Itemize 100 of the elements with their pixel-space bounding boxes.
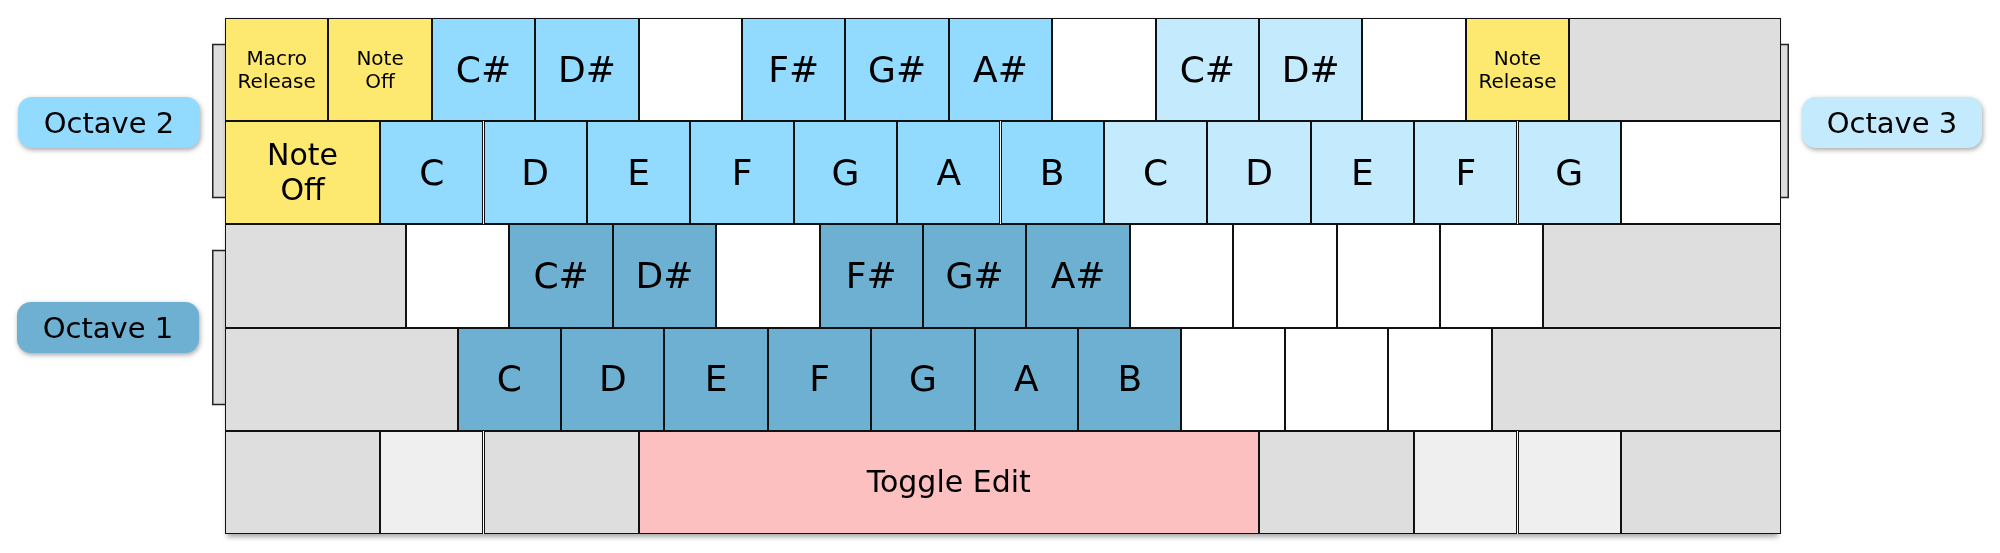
keyboard-key	[483, 121, 587, 225]
keyboard-key	[948, 18, 1053, 122]
keyboard-key	[1000, 121, 1104, 225]
keyboard-key	[1181, 327, 1285, 431]
keyboard-key	[1620, 430, 1782, 534]
keyboard-key	[1414, 121, 1518, 225]
keyboard-key	[638, 18, 742, 122]
keyboard-key	[1233, 224, 1337, 328]
key-label: F	[1455, 152, 1477, 194]
octave-badge	[17, 302, 199, 353]
keyboard-key	[509, 224, 613, 328]
keyboard-key	[922, 224, 1027, 328]
key-label: E	[1351, 152, 1374, 194]
keyboard-key	[1439, 224, 1544, 328]
keyboard-key	[897, 121, 1001, 225]
keyboard-key	[1026, 224, 1130, 328]
keyboard-key	[1310, 121, 1415, 225]
key-label: C#	[455, 48, 512, 91]
keyboard-key	[328, 18, 432, 122]
key-label: Note Release	[1477, 46, 1558, 93]
keyboard-key	[1543, 224, 1782, 328]
key-label: A#	[973, 48, 1028, 91]
key-label: D	[1245, 152, 1273, 194]
key-label: C	[419, 152, 445, 194]
keyboard-key	[1362, 18, 1466, 122]
key-label: C	[1143, 152, 1169, 194]
keyboard-key	[1052, 18, 1156, 122]
keyboard-key	[716, 224, 820, 328]
key-label: E	[627, 152, 650, 194]
keyboard-key	[225, 121, 381, 225]
keyboard-key	[431, 18, 536, 122]
keyboard-key	[1155, 18, 1259, 122]
keyboard-key	[1414, 430, 1518, 534]
keyboard-key	[586, 121, 691, 225]
keyboard-key	[638, 430, 1259, 534]
key-label: F#	[845, 255, 897, 297]
keyboard-key	[612, 224, 717, 328]
keyboard-key	[974, 327, 1079, 431]
key-label: B	[1117, 358, 1143, 400]
keyboard-key	[225, 18, 329, 122]
key-label: D	[521, 152, 550, 194]
keyboard-key	[405, 224, 510, 328]
key-label: C#	[1179, 48, 1235, 91]
key-label: C#	[533, 255, 589, 297]
keyboard-key	[1103, 121, 1208, 225]
keyboard-key	[380, 430, 484, 534]
key-label: G#	[868, 48, 927, 91]
keyboard-key	[871, 327, 975, 431]
badge-label: Octave 3	[1826, 105, 1958, 140]
key-label: E	[704, 358, 728, 400]
keyboard-key	[819, 224, 923, 328]
keyboard-key	[483, 430, 639, 534]
keyboard-key	[1259, 18, 1363, 122]
octave-badge	[18, 97, 200, 148]
key-label: F#	[768, 48, 820, 91]
key-label: Toggle Edit	[866, 465, 1031, 500]
keyboard-key	[1207, 121, 1311, 225]
key-label: D#	[1281, 48, 1340, 91]
keyboard-key	[457, 327, 562, 431]
badge-label: Octave 1	[42, 310, 174, 345]
keyboard-key	[664, 327, 768, 431]
keyboard-key	[380, 121, 484, 225]
key-label: Note Off	[266, 138, 340, 208]
keyboard-key	[742, 18, 846, 122]
key-label: F	[809, 358, 830, 400]
keyboard-key	[1465, 18, 1570, 122]
keyboard-key	[1129, 224, 1234, 328]
keyboard-key	[561, 327, 665, 431]
key-label: A	[1014, 358, 1039, 400]
keyboard-key	[793, 121, 898, 225]
keyboard-key	[1517, 430, 1621, 534]
key-label: Macro Release	[236, 46, 317, 93]
key-label: F	[731, 152, 753, 194]
keyboard-key	[1284, 327, 1389, 431]
key-label: C	[496, 358, 522, 400]
keyboard-key	[845, 18, 949, 122]
key-label: B	[1039, 152, 1065, 194]
badge-label: Octave 2	[43, 105, 175, 140]
key-label: G#	[945, 255, 1004, 297]
keyboard-key	[1388, 327, 1492, 431]
key-label: Note Off	[355, 46, 405, 93]
key-label: G	[1555, 152, 1584, 194]
key-label: G	[909, 358, 937, 400]
keyboard-key	[767, 327, 872, 431]
keyboard-key	[225, 430, 381, 534]
key-label: A#	[1050, 255, 1106, 297]
keyboard-key	[1517, 121, 1621, 225]
keyboard-key	[690, 121, 794, 225]
key-label: D	[598, 358, 627, 400]
keyboard-key	[535, 18, 639, 122]
key-label: D#	[635, 255, 694, 297]
keyboard-key	[1491, 327, 1782, 431]
key-label: G	[831, 152, 860, 194]
keyboard-key	[1620, 121, 1782, 225]
keyboard-key	[1259, 430, 1415, 534]
octave-badge	[1802, 97, 1982, 148]
keyboard-key	[1336, 224, 1440, 328]
key-label: A	[936, 152, 962, 194]
key-label: D#	[557, 48, 616, 91]
keyboard-key	[1078, 327, 1182, 431]
